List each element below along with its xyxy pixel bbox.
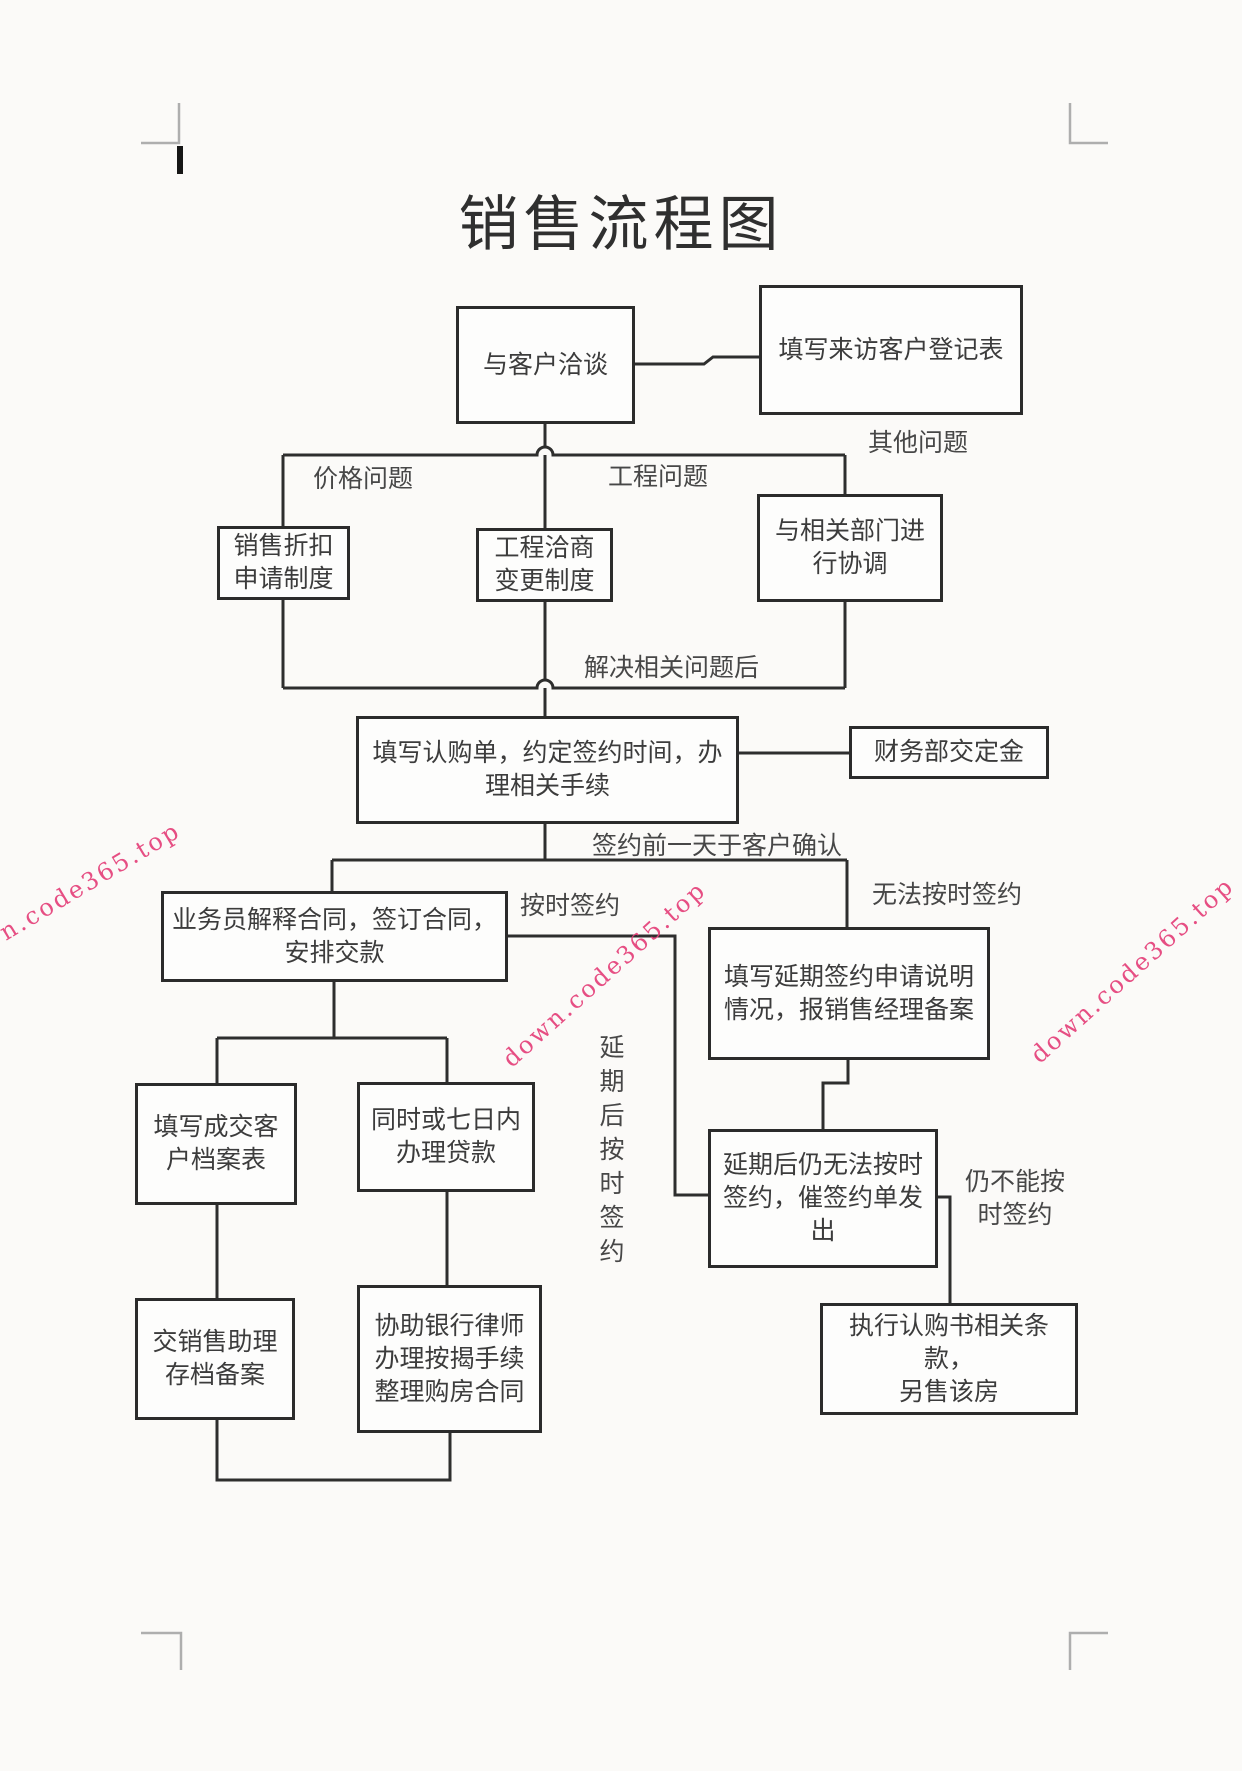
- node-text: 填写来访客户登记表: [778, 335, 1004, 364]
- node-text: 存档备案: [164, 1361, 265, 1389]
- edge-urge-resell: [938, 1195, 952, 1303]
- node-text: 与相关部门进: [774, 517, 925, 545]
- node-urge-signing: 延期后仍无法按时 签约，催签约单发 出: [708, 1129, 938, 1268]
- node-text: 办理贷款: [395, 1139, 496, 1167]
- crop-mark-bottom-right: [1068, 1631, 1108, 1670]
- text-cursor-mark: [177, 146, 183, 174]
- label-sign-on-time: 按时签约: [520, 892, 621, 920]
- node-engineering-change-policy: 工程洽商 变更制度: [476, 528, 613, 602]
- edge-negotiate-register: [635, 355, 759, 366]
- merge-line: [283, 678, 845, 690]
- label-other-issue: 其他问题: [868, 429, 969, 457]
- node-resell-unit: 执行认购书相关条款， 另售该房: [820, 1303, 1078, 1415]
- label-line: 时签约: [977, 1200, 1053, 1229]
- node-negotiate-customer: 与客户洽谈: [456, 306, 635, 424]
- node-text: 情况，报销售经理备案: [723, 995, 974, 1024]
- node-finance-deposit: 财务部交定金: [849, 726, 1049, 779]
- branch-issues: [283, 445, 845, 457]
- node-text: 交销售助理: [152, 1328, 278, 1356]
- node-text: 与客户洽谈: [482, 350, 608, 379]
- edge-archive-mortgage-join: [215, 1420, 452, 1482]
- label-still-cannot-sign: 仍不能按 时签约: [956, 1166, 1074, 1231]
- node-text: 同时或七日内: [370, 1106, 521, 1134]
- label-after-resolve: 解决相关问题后: [584, 654, 760, 682]
- node-text: 填写成交客: [153, 1113, 279, 1141]
- node-text: 执行认购书相关条款，: [848, 1311, 1049, 1373]
- node-loan-processing: 同时或七日内 办理贷款: [357, 1082, 535, 1192]
- label-price-issue: 价格问题: [313, 465, 414, 493]
- node-text: 财务部交定金: [873, 738, 1024, 766]
- label-engineering-issue: 工程问题: [608, 463, 709, 491]
- node-text: 延期后仍无法按时: [722, 1151, 923, 1179]
- connectors: [215, 355, 952, 1482]
- node-text: 另售该房: [898, 1377, 999, 1406]
- node-text: 户档案表: [165, 1146, 266, 1174]
- node-text: 填写延期签约申请说明: [723, 962, 974, 991]
- edge-urge-back-contract: [508, 934, 708, 1197]
- node-text: 安排交款: [284, 938, 385, 967]
- label-confirm-day-before: 签约前一天于客户确认: [592, 832, 843, 860]
- node-text: 业务员解释合同，签订合同，: [171, 905, 497, 934]
- label-cannot-sign-on-time: 无法按时签约: [872, 881, 1023, 909]
- node-text: 理相关手续: [484, 772, 610, 800]
- node-delay-application: 填写延期签约申请说明 情况，报销售经理备案: [708, 927, 990, 1060]
- label-line: 仍不能按: [964, 1168, 1065, 1196]
- node-text: 办理按揭手续: [374, 1344, 525, 1373]
- node-coordinate-departments: 与相关部门进 行协调: [757, 494, 943, 602]
- node-text: 整理购房合同: [374, 1377, 525, 1406]
- node-discount-policy: 销售折扣 申请制度: [217, 526, 350, 600]
- node-mortgage-assist: 协助银行律师 办理按揭手续 整理购房合同: [357, 1285, 542, 1433]
- node-text: 销售折扣: [233, 532, 334, 560]
- node-customer-file-form: 填写成交客 户档案表: [135, 1083, 297, 1205]
- node-text: 变更制度: [494, 567, 595, 595]
- node-archive-assistant: 交销售助理 存档备案: [135, 1298, 295, 1420]
- node-text: 行协调: [812, 550, 888, 578]
- crop-mark-bottom-left: [141, 1631, 183, 1670]
- node-subscription-form: 填写认购单，约定签约时间，办 理相关手续: [356, 716, 739, 824]
- crop-mark-top-left: [141, 103, 181, 145]
- node-text: 填写认购单，约定签约时间，办: [372, 739, 723, 767]
- label-sign-on-time-after-delay: 延期后按时签约: [596, 1034, 624, 1272]
- node-text: 申请制度: [233, 565, 334, 593]
- node-text: 工程洽商: [494, 534, 595, 562]
- crop-mark-top-right: [1068, 103, 1108, 145]
- node-text: 出: [810, 1217, 836, 1245]
- crop-marks: [141, 103, 1108, 1670]
- page-title: 销售流程图: [458, 191, 784, 258]
- node-text: 协助银行律师: [374, 1311, 525, 1340]
- node-visitor-register-form: 填写来访客户登记表: [759, 285, 1023, 415]
- edge-delay-urge: [821, 1060, 850, 1129]
- node-text: 签约，催签约单发: [722, 1184, 923, 1212]
- node-sign-contract: 业务员解释合同，签订合同， 安排交款: [161, 891, 508, 982]
